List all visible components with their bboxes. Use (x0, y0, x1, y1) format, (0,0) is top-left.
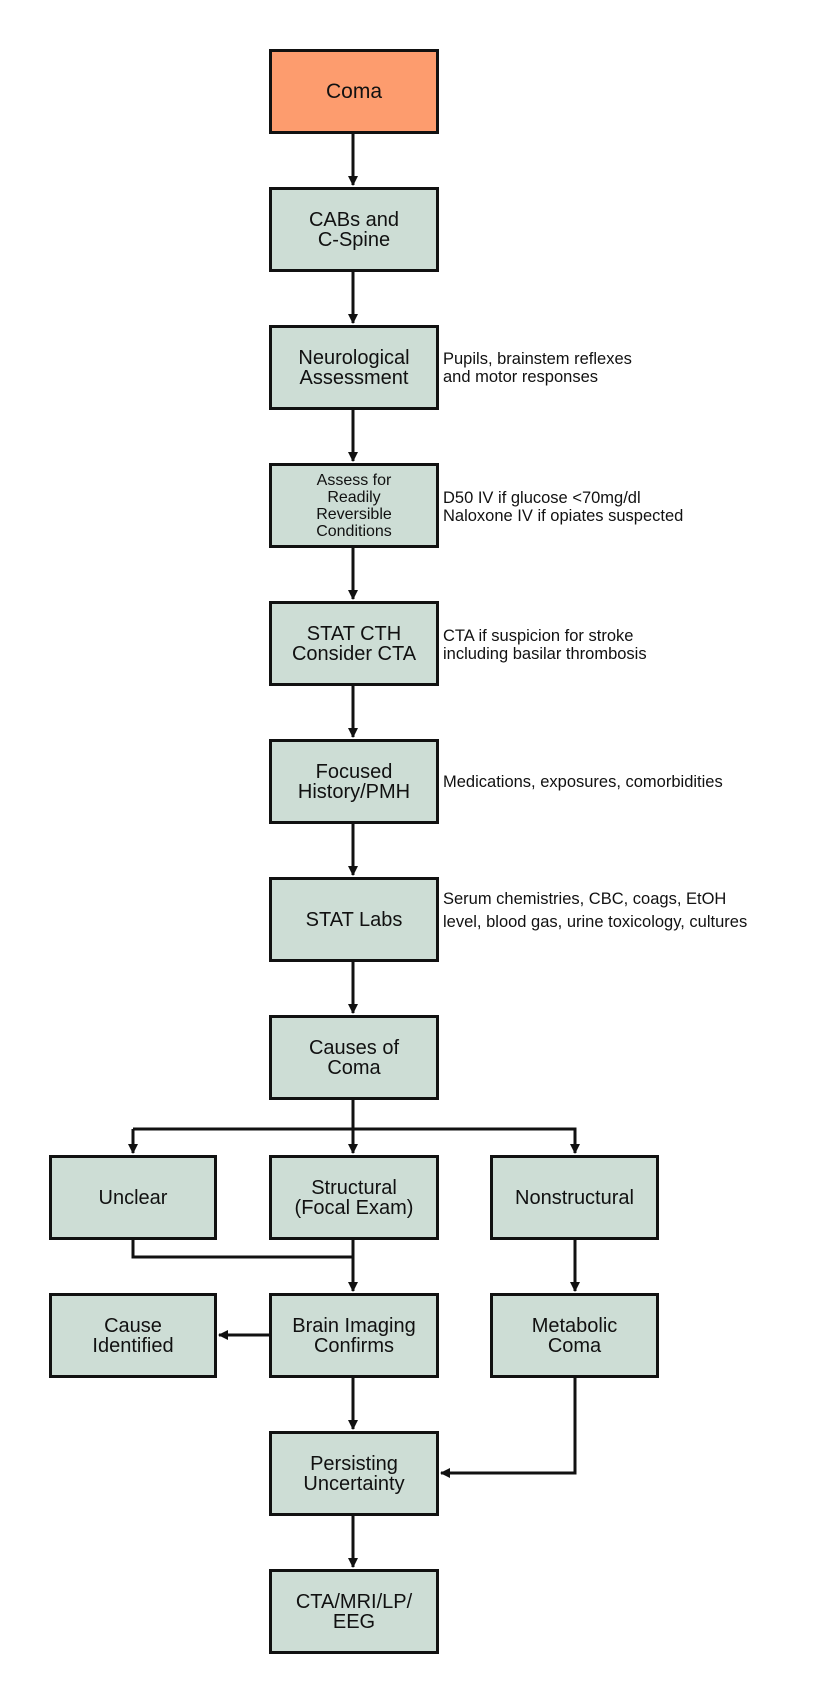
node-cause-identified: Cause Identified (49, 1293, 217, 1378)
node-persisting-uncertainty: Persisting Uncertainty (269, 1431, 439, 1516)
note-neurological-assessment: Pupils, brainstem reflexes and motor res… (443, 350, 632, 386)
edge-causes-branch-bar (133, 1127, 580, 1154)
node-structural: Structural (Focal Exam) (269, 1155, 439, 1240)
node-nonstructural: Nonstructural (490, 1155, 659, 1240)
note-reversible-conditions: D50 IV if glucose <70mg/dl Naloxone IV i… (443, 489, 684, 525)
note-stat-labs: Serum chemistries, CBC, coags, EtOH leve… (443, 890, 748, 931)
edge-unclear-brain-imaging (131, 1238, 353, 1259)
node-neurological-assessment: Neurological Assessment (269, 325, 439, 410)
node-brain-imaging-confirms: Brain Imaging Confirms (269, 1293, 439, 1378)
node-metabolic-coma: Metabolic Coma (490, 1293, 659, 1378)
node-cabs-and-c-spine: CABs and C-Spine (269, 187, 439, 272)
node-unclear: Unclear (49, 1155, 217, 1240)
node-stat-labs: STAT Labs (269, 877, 439, 962)
node-causes-of-coma: Causes of Coma (269, 1015, 439, 1100)
node-reversible-conditions: Assess for Readily Reversible Conditions (269, 463, 439, 548)
node-stat-cth: STAT CTH Consider CTA (269, 601, 439, 686)
note-focused-history: Medications, exposures, comorbidities (443, 773, 723, 791)
node-focused-history: Focused History/PMH (269, 739, 439, 824)
edge-metabolic-persisting (440, 1376, 577, 1478)
node-advanced-tests: CTA/MRI/LP/ EEG (269, 1569, 439, 1654)
node-coma: Coma (269, 49, 439, 134)
note-stat-cth: CTA if suspicion for stroke including ba… (443, 627, 647, 663)
